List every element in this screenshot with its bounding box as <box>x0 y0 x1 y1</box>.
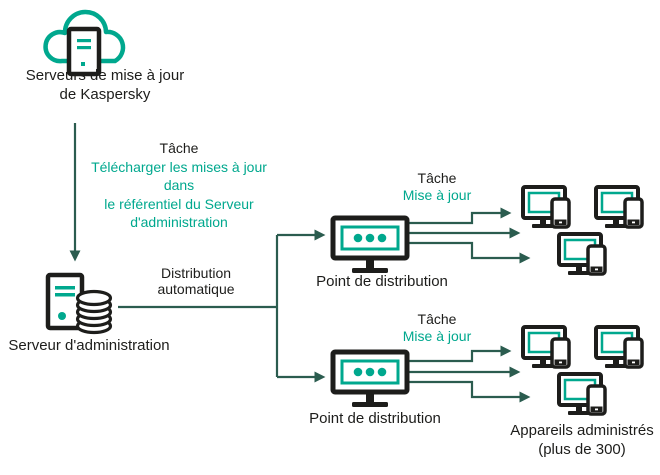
desktop-phone-icon <box>521 325 571 369</box>
distribution-point-bottom-label: Point de distribution <box>309 410 441 427</box>
download-task-line2: dans <box>163 177 195 193</box>
desktop-phone-icon <box>557 372 607 416</box>
update-task-bottom-annotation: Tâche Mise à jour <box>387 311 487 345</box>
monitor-icon <box>330 349 410 407</box>
managed-devices-label: Appareils administrés (plus de 300) <box>482 421 660 459</box>
arrow-top-update-3 <box>409 241 531 264</box>
managed-devices-label-line1: Appareils administrés <box>510 422 654 439</box>
desktop-phone-icon <box>594 325 644 369</box>
update-task-top-subtitle: Mise à jour <box>402 187 472 203</box>
update-task-bottom-title: Tâche <box>417 311 457 327</box>
desktop-phone-icon <box>594 185 644 229</box>
cloud-server-icon <box>43 9 126 77</box>
auto-distribution-annotation: Distribution automatique <box>141 265 251 297</box>
download-task-title: Tâche <box>159 140 199 156</box>
distribution-point-top-label: Point de distribution <box>316 273 448 290</box>
auto-distribution-line2: automatique <box>157 280 235 297</box>
auto-distribution-line1: Distribution <box>160 265 232 281</box>
download-task-line1: Télécharger les mises à jour <box>91 158 267 175</box>
download-task-annotation: Tâche Télécharger les mises à jour dans … <box>73 139 285 232</box>
desktop-phone-icon <box>521 185 571 229</box>
managed-devices-label-line2: (plus de 300) <box>538 441 626 458</box>
update-task-top-title: Tâche <box>417 170 457 186</box>
update-servers-label-line1: Serveurs de mise à jour <box>25 67 185 84</box>
download-task-line4: d'administration <box>130 214 228 230</box>
update-task-top-annotation: Tâche Mise à jour <box>387 170 487 204</box>
server-database-icon <box>45 272 113 335</box>
admin-server-label: Serveur d'administration <box>8 337 170 354</box>
update-servers-label: Serveurs de mise à jour de Kaspersky <box>15 66 195 104</box>
update-task-bottom-subtitle: Mise à jour <box>402 328 472 344</box>
update-servers-label-line2: de Kaspersky <box>59 86 151 103</box>
arrow-bottom-update-3 <box>409 380 531 403</box>
arrow-top-update-1 <box>409 207 512 225</box>
download-task-line3: le référentiel du Serveur <box>104 195 254 212</box>
arrow-bottom-update-1 <box>409 345 512 363</box>
desktop-phone-icon <box>557 232 607 276</box>
monitor-icon <box>330 215 410 273</box>
